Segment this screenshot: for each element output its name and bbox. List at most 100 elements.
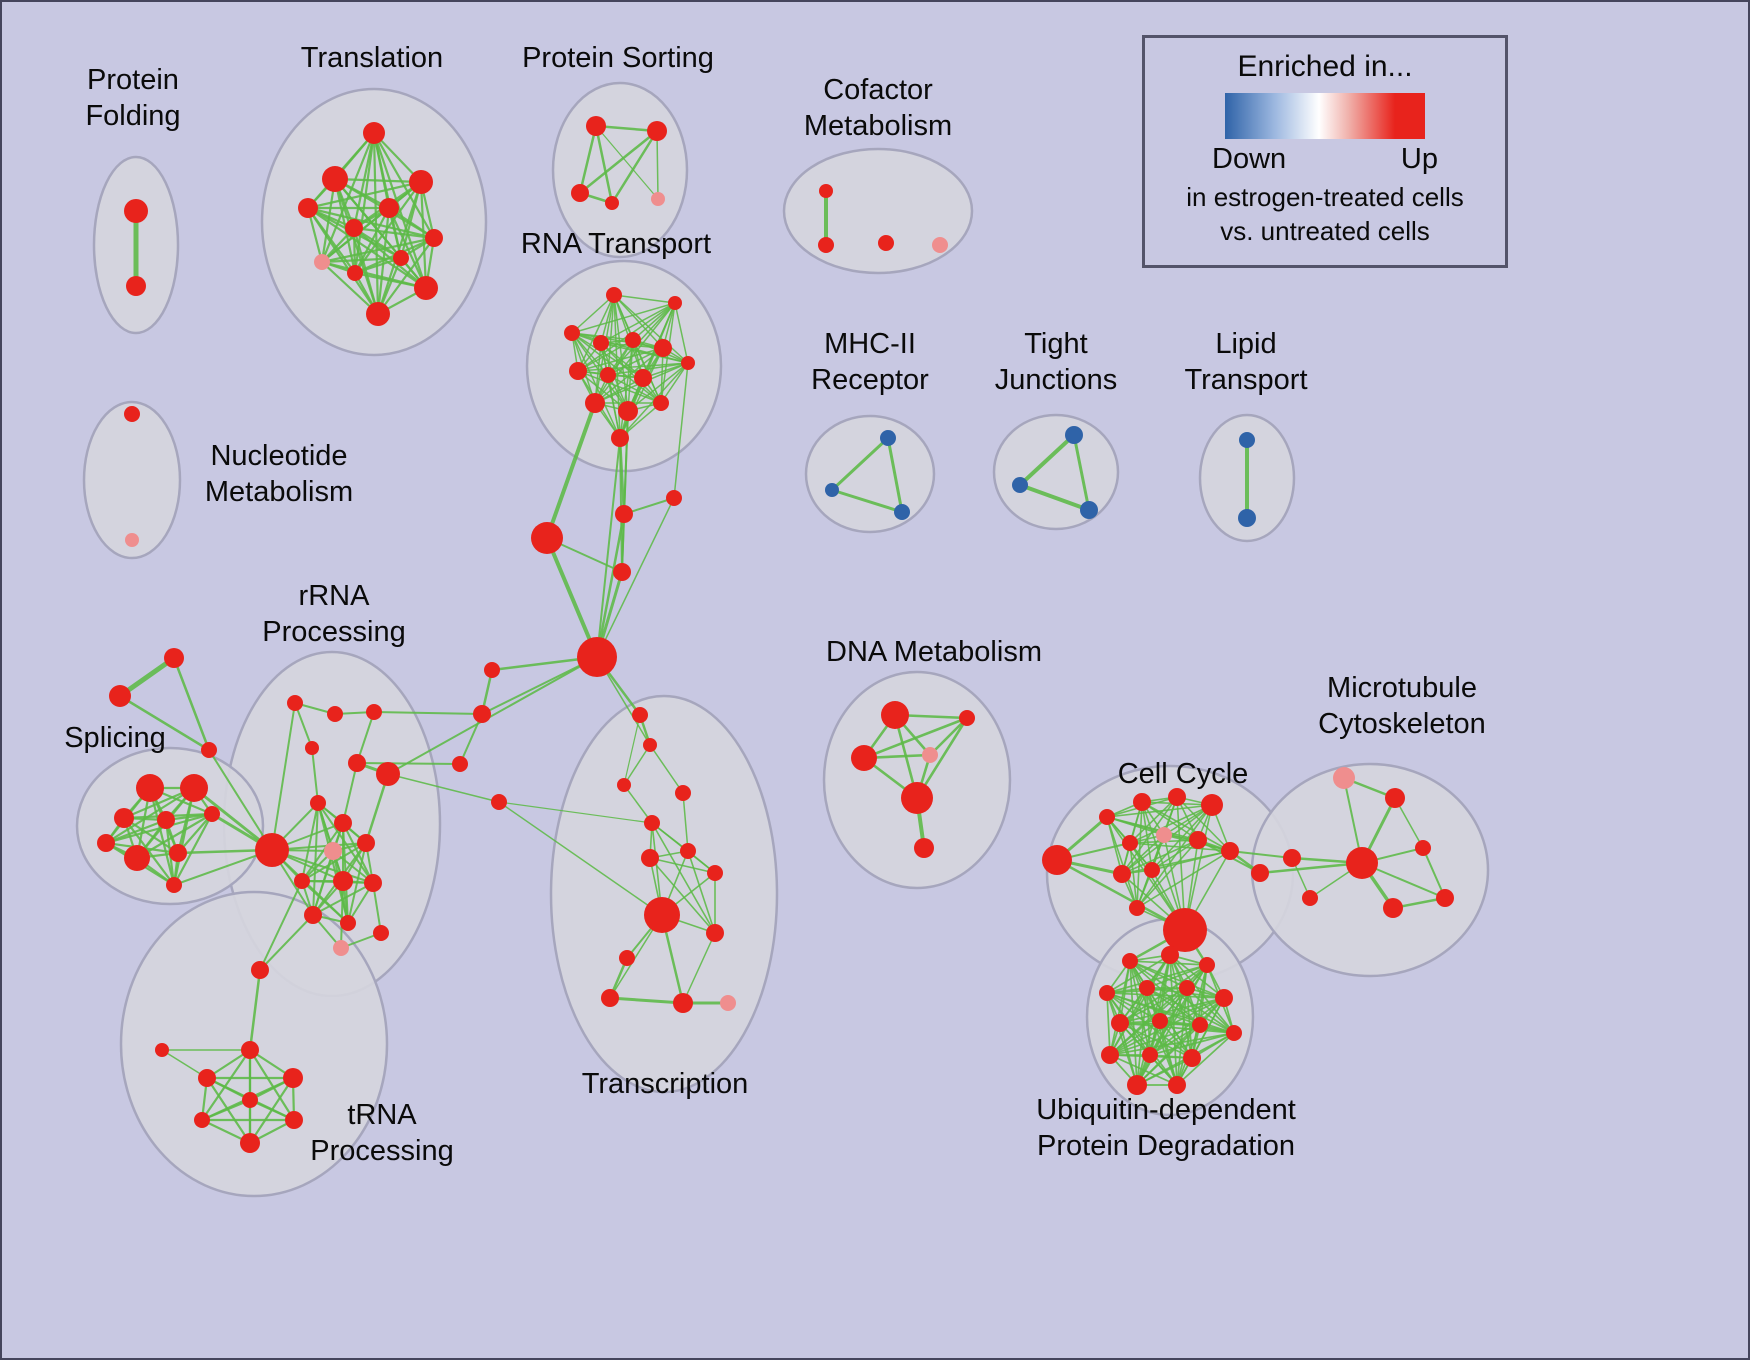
gene-set-node-dm2 [959, 710, 975, 726]
gene-set-node-rt14 [611, 429, 629, 447]
gene-set-node-sp2 [180, 774, 208, 802]
gene-set-node-rr15 [304, 906, 322, 924]
gene-set-node-rr5 [348, 754, 366, 772]
edge-ub4-ub12 [1106, 992, 1111, 1056]
edge-tr1-rr12 [259, 880, 303, 971]
gene-set-node-ub10 [1192, 1017, 1208, 1033]
edge-rr6-rr11 [364, 772, 390, 845]
edge-t3-t7 [306, 180, 423, 210]
edge-t7-t11 [353, 180, 423, 275]
cluster-label-dna-metabolism: DNA Metabolism [826, 636, 1042, 668]
edge-t5-t10 [352, 226, 380, 316]
gene-set-node-rr14 [364, 874, 382, 892]
edge-ps1-ps5 [595, 125, 659, 200]
edge-rt8-rt12 [577, 370, 629, 412]
edge-c7-rr3 [373, 711, 483, 715]
edge-sp5-sp9 [172, 812, 214, 887]
edge-cc3-cc8 [1141, 801, 1199, 841]
gene-set-node-sp8 [97, 834, 115, 852]
legend-up-label: Up [1400, 143, 1438, 175]
cluster-label-lipid-transport: Lipid Transport [1184, 328, 1308, 397]
gene-set-node-cc12 [1251, 864, 1269, 882]
cluster-label-mhc-ii-receptor: MHC-II Receptor [811, 328, 929, 397]
edge-ub6-ub8 [1119, 987, 1188, 1024]
edge-rr7-rr1 [271, 702, 296, 851]
edge-tr3-tr6 [200, 1048, 252, 1122]
gene-set-node-t12 [393, 250, 409, 266]
edge-c2-c4 [621, 513, 625, 573]
gene-set-node-rr3 [366, 704, 382, 720]
edge-rt2-rt11 [594, 302, 676, 404]
edge-cc7-cc10 [1121, 834, 1165, 875]
edge-sp5-sp8 [104, 812, 214, 845]
edge-t2-t5 [352, 131, 376, 230]
gene-set-node-dm3 [851, 745, 877, 771]
gene-set-node-fr1 [164, 648, 184, 668]
gene-set-node-tx4 [675, 785, 691, 801]
edge-tx7-tx10 [687, 850, 716, 934]
edge-rt6-rt8 [577, 347, 664, 372]
gene-set-node-rr2 [327, 706, 343, 722]
gene-set-node-mc2 [1385, 788, 1405, 808]
edge-cc1-cc13 [1055, 858, 1187, 932]
gene-set-node-t4 [314, 254, 330, 270]
gene-set-node-c3 [666, 490, 682, 506]
edge-c9-tx9 [498, 801, 663, 916]
gene-set-node-mh3 [894, 504, 910, 520]
gene-set-node-tx14 [720, 995, 736, 1011]
edge-tj1-tj2 [1018, 433, 1076, 487]
edge-tr4-tr8 [205, 1076, 252, 1145]
edge-ub2-ub4 [1106, 954, 1171, 994]
gene-set-node-ub12 [1101, 1046, 1119, 1064]
gene-set-node-sp5 [204, 806, 220, 822]
gene-set-node-tr1 [251, 961, 269, 979]
gene-set-node-rr11 [357, 834, 375, 852]
edge-rr17-rr13 [340, 880, 344, 949]
gene-set-node-tx7 [680, 843, 696, 859]
gene-set-node-cc6 [1122, 835, 1138, 851]
edge-tj2-tj3 [1018, 483, 1091, 512]
edge-ps1-ps2 [594, 124, 659, 133]
gene-set-node-rt12 [618, 401, 638, 421]
gene-set-node-rr17 [333, 940, 349, 956]
gene-set-node-mh2 [825, 483, 839, 497]
gene-set-node-rr12 [294, 873, 310, 889]
gene-set-node-rt7 [681, 356, 695, 370]
gene-set-node-ub1 [1122, 953, 1138, 969]
edge-fr1-fr3 [172, 656, 211, 752]
edge-fr3-rr7 [208, 749, 273, 851]
cluster-ellipse-transcription [549, 694, 779, 1094]
gene-set-node-dm1 [881, 701, 909, 729]
cluster-label-tight-junctions: Tight Junctions [994, 328, 1118, 397]
edge-ub3-ub4 [1106, 964, 1208, 994]
gene-set-node-c7 [473, 705, 491, 723]
cluster-label-translation: Translation [300, 42, 444, 74]
edge-t4-t10 [320, 260, 380, 316]
gene-set-node-c9 [491, 794, 507, 810]
gene-set-node-nm2 [125, 533, 139, 547]
edge-t2-t11 [353, 131, 376, 275]
edge-ub7-ub8 [1119, 997, 1225, 1024]
gene-set-node-cc1 [1042, 845, 1072, 875]
edge-ub4-ub11 [1106, 992, 1235, 1034]
gene-set-node-t10 [366, 302, 390, 326]
gene-set-node-ps4 [605, 196, 619, 210]
edge-cc5-cc14 [1136, 804, 1213, 909]
gene-set-node-ub11 [1226, 1025, 1242, 1041]
gene-set-node-c1 [531, 522, 563, 554]
gene-set-node-rt13 [653, 395, 669, 411]
edge-rt3-rt9 [571, 332, 609, 376]
edge-rr10-rr15 [312, 850, 334, 916]
edge-mh1-mh2 [830, 436, 890, 492]
gene-set-node-cc5 [1201, 794, 1223, 816]
edge-ps2-ps3 [578, 129, 659, 195]
gene-set-node-cc10 [1113, 865, 1131, 883]
gene-set-node-rr4 [305, 741, 319, 755]
edge-ub3-ub5 [1146, 964, 1208, 989]
gene-set-node-sp4 [157, 811, 175, 829]
gene-set-node-ps3 [571, 184, 589, 202]
gene-set-node-ub7 [1215, 989, 1233, 1007]
edge-ub10-ub15 [1136, 1024, 1201, 1086]
legend-down-label: Down [1212, 143, 1287, 175]
